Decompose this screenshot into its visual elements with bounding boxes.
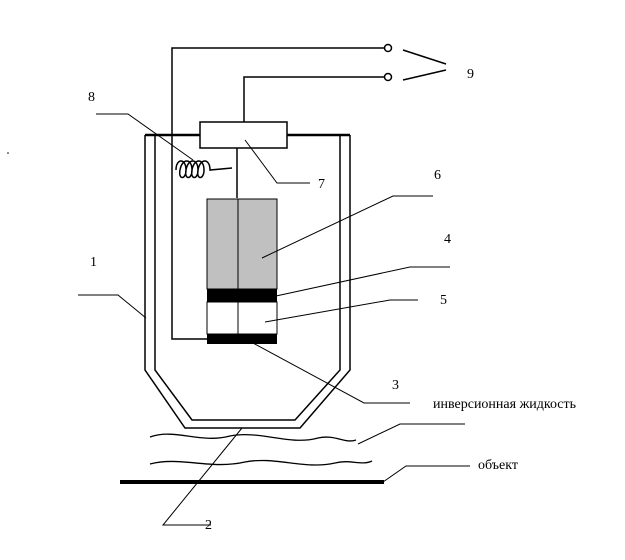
element-5	[206, 301, 278, 335]
housing-inner-wall	[154, 135, 341, 421]
liquid-wave-upper	[149, 433, 357, 442]
terminal-lead-top	[402, 49, 447, 65]
label-4: 4	[444, 232, 451, 247]
label-5: 5	[440, 293, 447, 308]
label-1: 1	[90, 255, 97, 270]
leader-object	[382, 465, 470, 483]
connector-block	[199, 121, 288, 149]
terminal-lead-bottom	[402, 69, 447, 81]
terminal-top	[383, 43, 393, 53]
element-3	[207, 334, 277, 344]
housing-outer-wall	[144, 135, 351, 429]
stray-dot	[7, 152, 9, 154]
terminal-bottom	[383, 72, 393, 82]
leader-5	[264, 299, 418, 323]
label-inversion-liquid: инверсионная жидкость	[433, 397, 577, 412]
leader-1	[78, 294, 147, 319]
leader-liquid	[357, 423, 465, 445]
label-object: объект	[478, 458, 518, 473]
wire-inner	[243, 76, 385, 122]
label-7: 7	[318, 177, 325, 192]
leader-4	[275, 266, 450, 297]
leader-7	[244, 139, 310, 184]
element-6	[206, 198, 278, 290]
label-9: 9	[467, 67, 474, 82]
label-6: 6	[434, 168, 441, 183]
wire-outer	[171, 47, 385, 340]
leader-8	[96, 113, 194, 161]
liquid-wave-lower	[149, 459, 373, 466]
spring-coil	[175, 160, 233, 179]
label-2: 2	[205, 518, 212, 533]
label-3: 3	[392, 378, 399, 393]
element-4	[207, 289, 277, 302]
leader-3	[252, 342, 410, 404]
label-8: 8	[88, 90, 95, 105]
leader-6	[261, 195, 433, 259]
leader-2	[161, 427, 243, 526]
